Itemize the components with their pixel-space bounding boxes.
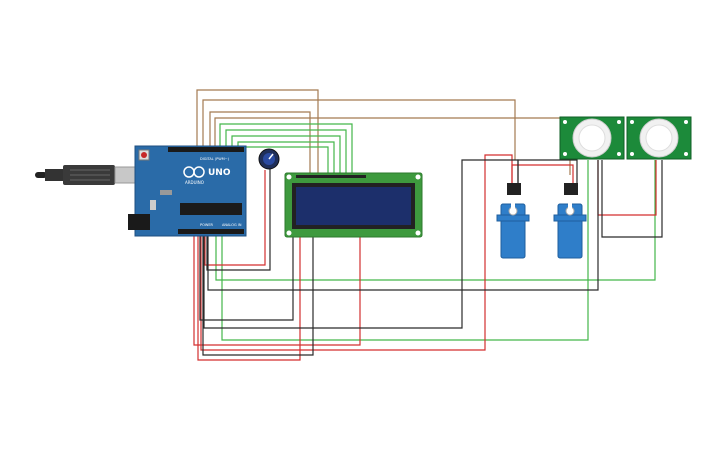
arduino-model-label: UNO: [208, 168, 231, 178]
usb-cable: [35, 165, 151, 185]
wire-green-2: [225, 129, 347, 175]
wire-black-2: [207, 160, 599, 291]
wire-black-7: [206, 165, 271, 271]
wire-brown-1: [196, 89, 319, 175]
wires: [193, 89, 663, 361]
wire-red-4: [204, 170, 266, 266]
wire-green-pir1: [221, 160, 589, 341]
arduino-uno-board[interactable]: UNO ARDUINO DIGITAL (PWM~) POWER ANALOG …: [128, 145, 247, 237]
pir-sensor-1[interactable]: [559, 116, 625, 160]
lcd-screen: [296, 187, 411, 225]
wire-green-5: [243, 146, 329, 175]
arduino-logo-icon: [183, 166, 205, 178]
wire-black-5: [517, 159, 578, 185]
wire-red-5: [511, 164, 574, 185]
arduino-power-label: POWER: [200, 223, 214, 227]
pir-sensor-2[interactable]: [626, 116, 692, 160]
wire-brown-2: [202, 99, 516, 160]
wire-brown-3: [209, 111, 311, 175]
servo-motor-2[interactable]: [553, 183, 587, 259]
wire-black-6: [601, 160, 663, 238]
wire-green-3: [231, 135, 341, 175]
wire-red-6: [597, 160, 657, 216]
arduino-digital-label: DIGITAL (PWM~): [200, 157, 230, 161]
wire-green-1: [219, 123, 353, 175]
arduino-brand-label: ARDUINO: [185, 180, 204, 185]
wire-green-pir2: [215, 160, 656, 281]
wire-black-3: [202, 232, 314, 356]
arduino-analog-label: ANALOG IN: [222, 223, 242, 227]
wire-red-1: [197, 175, 301, 361]
lcd-display[interactable]: [284, 172, 423, 238]
servo-motor-1[interactable]: [496, 183, 530, 259]
potentiometer[interactable]: [258, 148, 280, 170]
wire-black-4: [199, 232, 294, 321]
